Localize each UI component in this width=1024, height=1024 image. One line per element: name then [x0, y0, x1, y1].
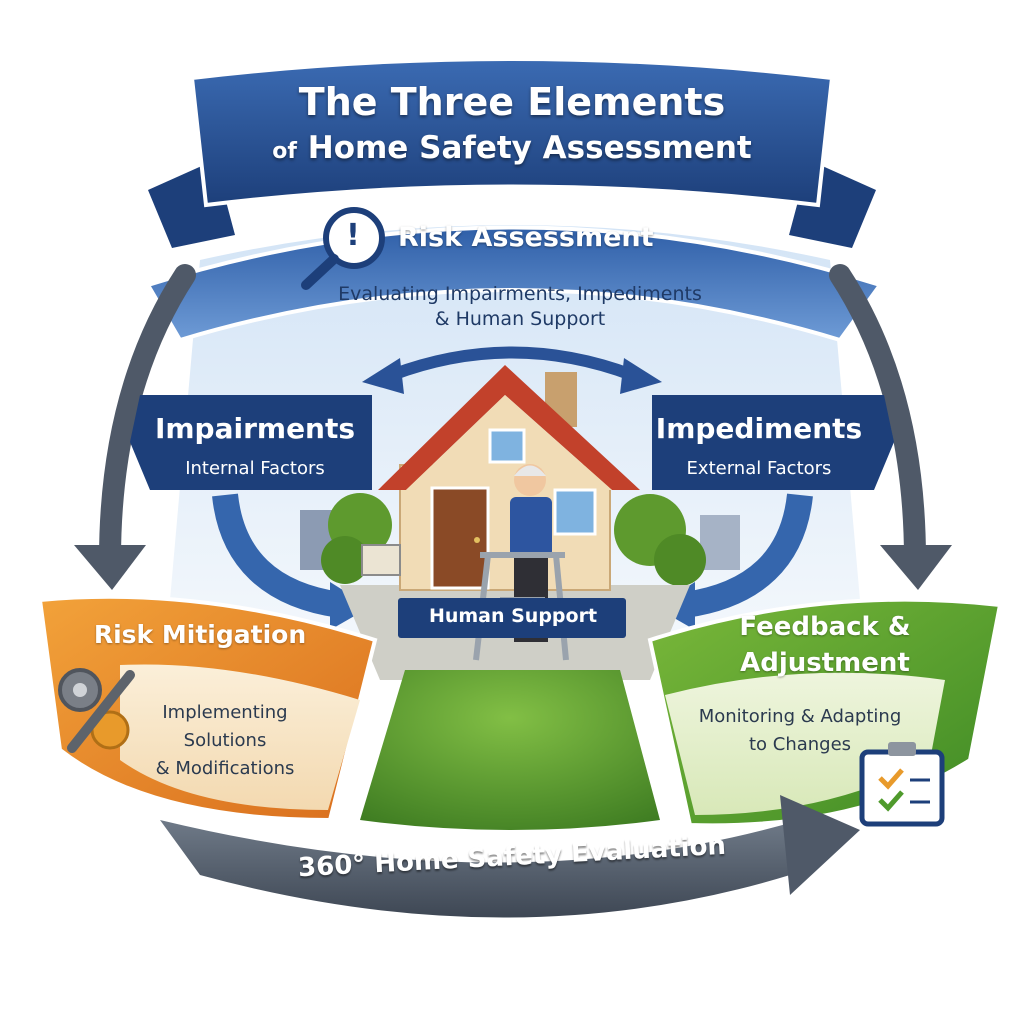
magnifier-exclamation-icon	[301, 207, 385, 290]
right-cycle-arrowhead	[880, 545, 952, 590]
exclamation-mark: !	[346, 218, 360, 253]
human-support-badge	[398, 598, 626, 638]
house-window-upper	[488, 428, 526, 464]
risk-assessment-description-2: & Human Support	[434, 308, 606, 330]
impediments-subtitle: External Factors	[686, 458, 832, 479]
mailbox	[361, 544, 401, 576]
impediments-title: Impediments	[655, 412, 863, 445]
door-knob	[474, 537, 480, 543]
person-hair	[514, 465, 546, 476]
impairments-title: Impairments	[154, 412, 356, 445]
gear-wrench-icon	[58, 668, 135, 753]
person-body	[510, 497, 552, 557]
risk-mitigation-desc-3: & Modifications	[155, 758, 295, 779]
risk-assessment-description-1: Evaluating Impairments, Impediments	[338, 283, 702, 305]
risk-mitigation-title: Risk Mitigation	[93, 620, 307, 649]
impairments-panel	[130, 395, 372, 490]
house-roof	[378, 365, 640, 490]
right-cycle-arrow	[829, 264, 926, 571]
grass-center	[360, 670, 660, 830]
bush-left-2	[321, 536, 369, 584]
impairments-subtitle: Internal Factors	[185, 458, 325, 479]
feedback-desc-2: to Changes	[748, 734, 852, 755]
title-line-2-prefix: of	[272, 139, 297, 164]
bush-right-2	[654, 534, 706, 586]
impediments-curve-arrow	[682, 493, 813, 618]
top-arrow-left-head	[362, 358, 404, 394]
title-ribbon	[189, 57, 835, 208]
risk-mitigation-desc-2: Solutions	[183, 730, 267, 751]
feedback-desc-1: Monitoring & Adapting	[698, 706, 902, 727]
title-line-2-main: Home Safety Assessment	[307, 130, 752, 166]
clipboard-checklist-icon	[859, 742, 945, 827]
bottom-arrowhead	[780, 795, 860, 895]
feedback-title-2: Adjustment	[740, 648, 910, 678]
bottom-banner-label: 360° Home Safety Evaluation	[297, 830, 727, 884]
bottom-arrow-band	[160, 820, 800, 918]
feedback-title-1: Feedback &	[739, 612, 911, 642]
title-line-1: The Three Elements	[298, 80, 726, 124]
top-double-arrow	[389, 346, 635, 381]
human-support-label: Human Support	[428, 605, 598, 627]
risk-mitigation-desc-1: Implementing	[162, 702, 288, 723]
impediments-panel	[652, 395, 894, 490]
top-arrow-right-head	[620, 358, 662, 394]
left-cycle-arrow	[99, 264, 196, 571]
risk-assessment-title: Risk Assessment	[398, 222, 654, 253]
risk-mitigation-inner	[120, 664, 360, 810]
impairments-curve-arrow	[212, 493, 343, 618]
house-window-right	[553, 488, 597, 536]
background-building-right	[700, 515, 740, 570]
title-line-2: of Home Safety Assessment	[212, 130, 812, 166]
left-cycle-arrowhead	[74, 545, 146, 590]
